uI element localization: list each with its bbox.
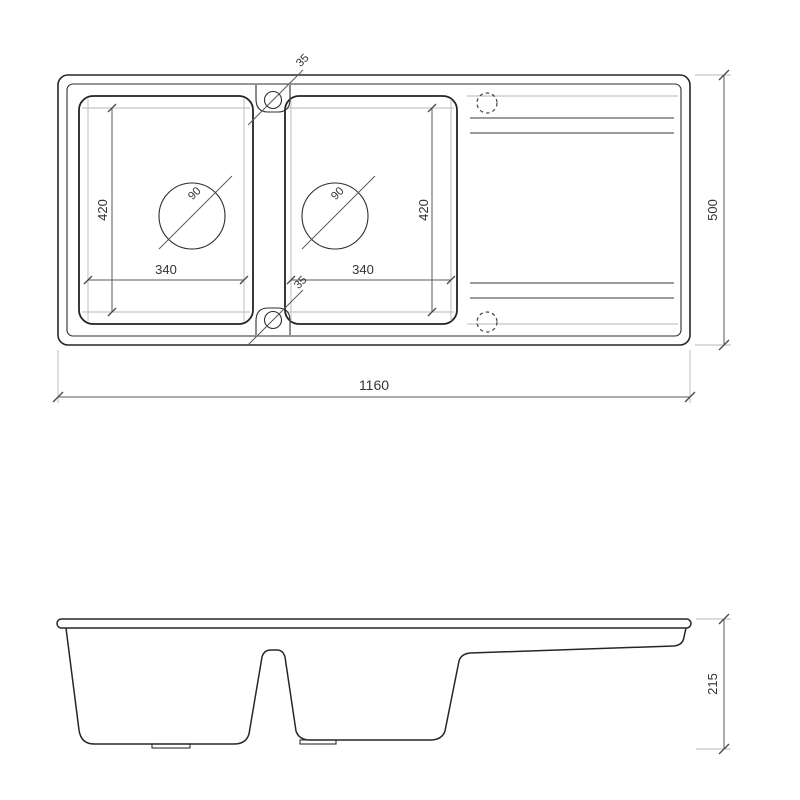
top-notch-outline [255,85,291,113]
left-drain-diameter-label: 90 [186,185,204,203]
bottom-hole-diagonal [247,289,304,346]
tap-hole-marking-bottom [476,311,498,333]
dim-tick [427,307,437,317]
overall-depth-label: 500 [705,199,720,221]
dim-tick [107,307,117,317]
dim-tick [83,275,93,285]
right-bowl-foot [299,739,337,745]
dim-tick [286,275,296,285]
sink-outer-edge [57,74,691,346]
dim-tick [239,275,249,285]
sink-inner-rim [66,83,682,337]
right-bowl-outline [284,95,458,325]
dim-tick [446,275,456,285]
left-bowl-outline [78,95,254,325]
dim-tick [684,391,696,403]
bottom-small-hole [263,310,283,330]
overall-width-dimension: 1160 [52,350,696,403]
overall-depth-dimension: 500 [695,69,731,351]
rim-profile [56,618,692,629]
left-drain-diagonal [158,175,233,250]
drainboard [467,92,678,333]
top-hole-diagonal [247,69,304,126]
top-small-hole [263,90,283,110]
tap-hole-marking-top [476,92,498,114]
top-hole-diameter-label: 35 [294,52,312,70]
right-bowl-depth-label: 420 [416,199,431,221]
right-drain-diameter-label: 90 [329,185,347,203]
dim-tick [52,391,64,403]
left-drain-hole [158,182,226,250]
overall-height-dimension: 215 [696,613,731,755]
dim-tick [107,103,117,113]
dim-tick [718,743,730,755]
left-bowl-depth-label: 420 [95,199,110,221]
top-view: 420 420 340 340 90 90 35 35 [52,52,731,403]
overall-height-label: 215 [705,673,720,695]
dim-tick [718,339,730,351]
bottom-notch-outline [255,307,291,335]
right-drain-diagonal [301,175,376,250]
side-view: 215 [56,613,731,755]
overall-width-label: 1160 [359,377,389,393]
left-bowl-width-label: 340 [155,262,177,277]
dim-tick [718,69,730,81]
left-bowl-foot [151,743,191,749]
dim-tick [718,613,730,625]
right-bowl-width-label: 340 [352,262,374,277]
body-profile [65,627,687,745]
right-drain-hole [301,182,369,250]
dim-tick [427,103,437,113]
